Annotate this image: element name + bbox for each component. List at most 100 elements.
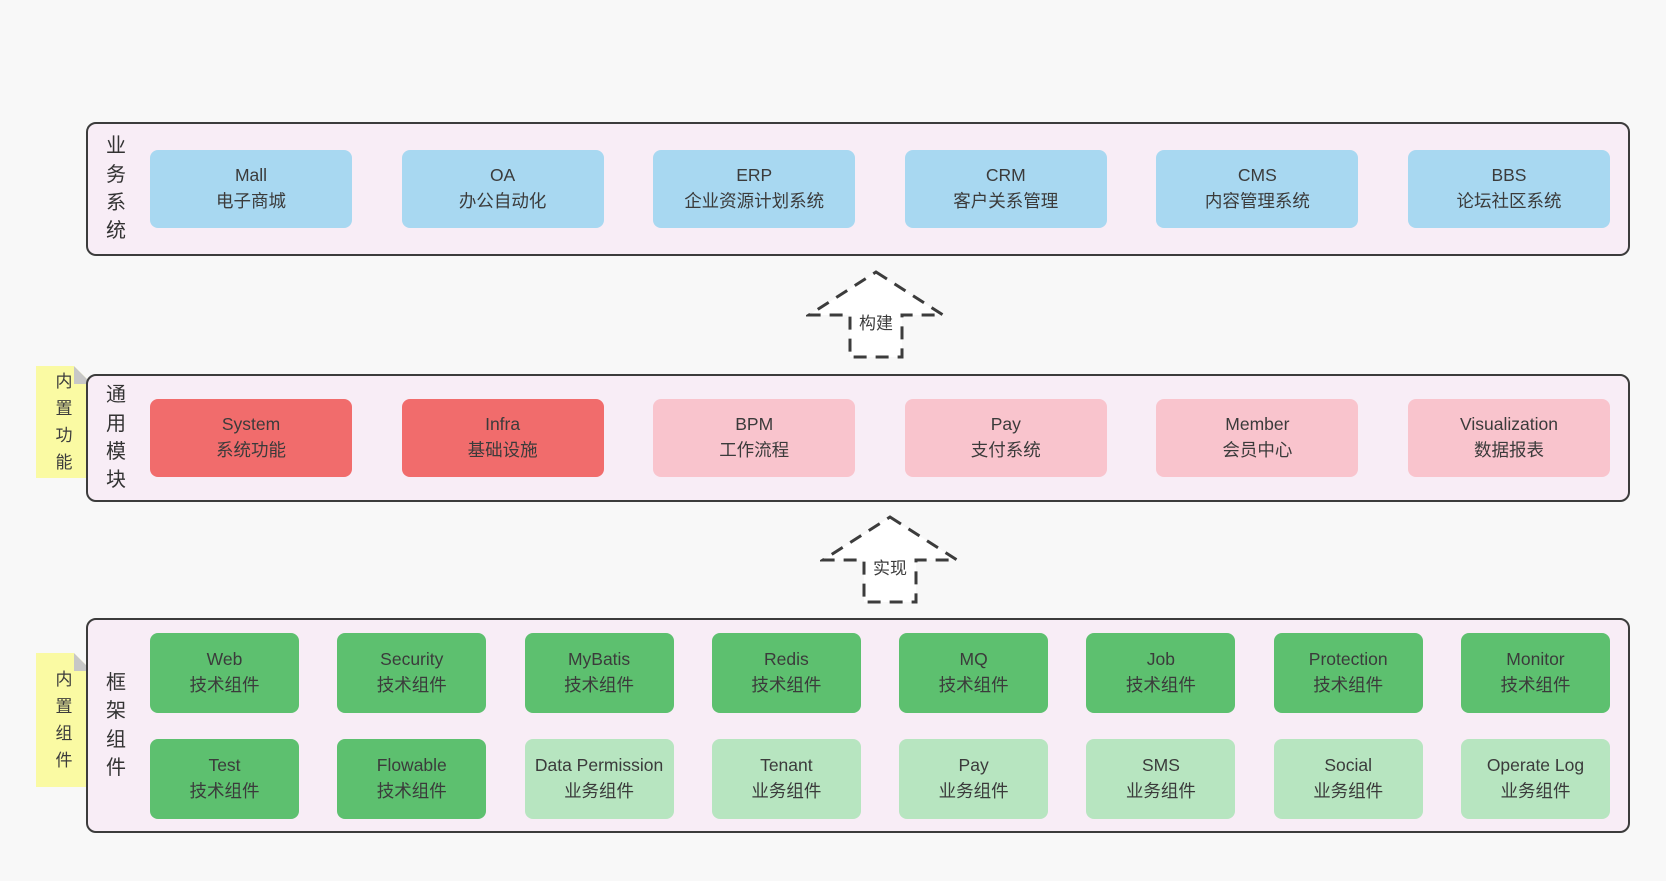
box-title: Monitor [1506,648,1565,669]
box-title: Infra [485,414,521,435]
sticky-note-label: 内置组件 [55,669,73,771]
box-subtitle: 技术组件 [189,674,260,695]
box-subtitle: 业务组件 [1500,780,1571,801]
box-title: Pay [990,414,1021,435]
box-operate-log: Operate Log 业务组件 [1460,738,1610,819]
box-tenant: Tenant 业务组件 [711,738,861,819]
box-oa: OA 办公自动化 [401,150,604,228]
sticky-note-builtin-features: 内置功能 [36,366,92,478]
box-title: Member [1225,414,1290,435]
box-subtitle: 数据报表 [1473,440,1544,460]
box-subtitle: 业务组件 [1313,780,1384,801]
sticky-note-builtin-components: 内置组件 [36,653,92,787]
box-title: Tenant [760,754,813,775]
box-title: MQ [959,648,988,669]
box-monitor: Monitor 技术组件 [1460,632,1610,713]
box-title: MyBatis [567,648,631,669]
box-sms: SMS 业务组件 [1086,738,1236,819]
box-title: Redis [763,648,809,669]
box-subtitle: 内容管理系统 [1204,191,1310,211]
component-boxes-row-2: Test 技术组件 Flowable 技术组件 Data Permission … [150,738,1610,819]
layer-business-systems: 业务系统 Mall 电子商城 OA 办公自动化 ERP 企业资源计划系统 CRM… [86,122,1630,256]
box-bbs: BBS 论坛社区系统 [1407,150,1610,228]
box-subtitle: 业务组件 [938,780,1009,801]
box-subtitle: 电子商城 [216,191,286,211]
box-subtitle: 技术组件 [751,674,822,695]
box-subtitle: 技术组件 [1125,674,1196,695]
box-title: SMS [1141,754,1180,775]
box-title: Flowable [376,754,447,775]
box-title: ERP [736,165,773,186]
layer-framework-components: 框架组件 Web 技术组件 Security 技术组件 MyBatis 技术组件… [86,618,1630,833]
box-title: Data Permission [534,754,664,775]
box-subtitle: 办公自动化 [458,191,547,211]
box-subtitle: 企业资源计划系统 [684,191,825,211]
module-boxes-row: System 系统功能 Infra 基础设施 BPM 工作流程 Pay 支付系统… [144,376,1628,500]
box-title: BBS [1491,165,1527,186]
box-title: Test [208,754,241,775]
layer-common-modules: 通用模块 System 系统功能 Infra 基础设施 BPM 工作流程 Pay… [86,374,1630,502]
box-title: Operate Log [1486,754,1585,775]
box-title: Visualization [1460,414,1558,435]
box-title: CRM [985,165,1026,186]
box-subtitle: 系统功能 [216,440,286,460]
implement-arrow-label: 实现 [870,553,910,580]
box-subtitle: 业务组件 [751,780,822,801]
box-subtitle: 技术组件 [376,780,447,801]
box-title: OA [489,165,516,186]
implement-arrow: 实现 [820,513,960,605]
box-title: Social [1324,754,1373,775]
box-title: Mall [234,165,268,186]
box-title: Web [206,648,243,669]
box-infra: Infra 基础设施 [401,399,604,477]
box-subtitle: 业务组件 [1125,780,1196,801]
box-member: Member 会员中心 [1156,399,1359,477]
box-title: BPM [735,414,774,435]
box-subtitle: 工作流程 [719,440,790,460]
box-erp: ERP 企业资源计划系统 [653,150,856,228]
box-security: Security 技术组件 [337,632,487,713]
component-boxes-row-1: Web 技术组件 Security 技术组件 MyBatis 技术组件 Redi… [150,632,1610,713]
layer-label-components: 框架组件 [106,671,126,779]
box-bpm: BPM 工作流程 [653,399,856,477]
box-title: Security [380,648,444,669]
business-boxes-row: Mall 电子商城 OA 办公自动化 ERP 企业资源计划系统 CRM 客户关系… [144,124,1628,254]
box-mybatis: MyBatis 技术组件 [524,632,674,713]
box-subtitle: 技术组件 [1313,674,1384,695]
box-title: System [221,414,281,435]
box-job: Job 技术组件 [1086,632,1236,713]
build-arrow-label: 构建 [856,308,896,335]
box-subtitle: 技术组件 [1500,674,1571,695]
box-data-permission: Data Permission 业务组件 [524,738,674,819]
box-flowable: Flowable 技术组件 [337,738,487,819]
box-cms: CMS 内容管理系统 [1156,150,1359,228]
build-arrow: 构建 [806,268,946,360]
box-protection: Protection 技术组件 [1273,632,1423,713]
box-title: Job [1146,648,1176,669]
box-pay-component: Pay 业务组件 [899,738,1049,819]
box-title: Pay [958,754,989,775]
box-web: Web 技术组件 [150,632,299,713]
box-subtitle: 论坛社区系统 [1456,191,1562,211]
box-social: Social 业务组件 [1273,738,1423,819]
box-subtitle: 技术组件 [189,780,260,801]
box-visualization: Visualization 数据报表 [1407,399,1610,477]
box-subtitle: 客户关系管理 [953,191,1059,211]
sticky-note-label: 内置功能 [55,371,73,473]
box-redis: Redis 技术组件 [711,632,861,713]
box-subtitle: 技术组件 [564,674,635,695]
box-pay: Pay 支付系统 [904,399,1107,477]
component-rows: Web 技术组件 Security 技术组件 MyBatis 技术组件 Redi… [144,620,1628,831]
box-subtitle: 技术组件 [938,674,1009,695]
box-mq: MQ 技术组件 [899,632,1049,713]
box-crm: CRM 客户关系管理 [904,150,1107,228]
box-subtitle: 基础设施 [467,440,538,460]
box-mall: Mall 电子商城 [150,150,352,228]
box-subtitle: 业务组件 [564,780,635,801]
layer-label-modules: 通用模块 [106,384,126,492]
box-subtitle: 技术组件 [376,674,447,695]
box-title: Protection [1308,648,1388,669]
box-title: CMS [1237,165,1277,186]
box-test: Test 技术组件 [150,738,299,819]
